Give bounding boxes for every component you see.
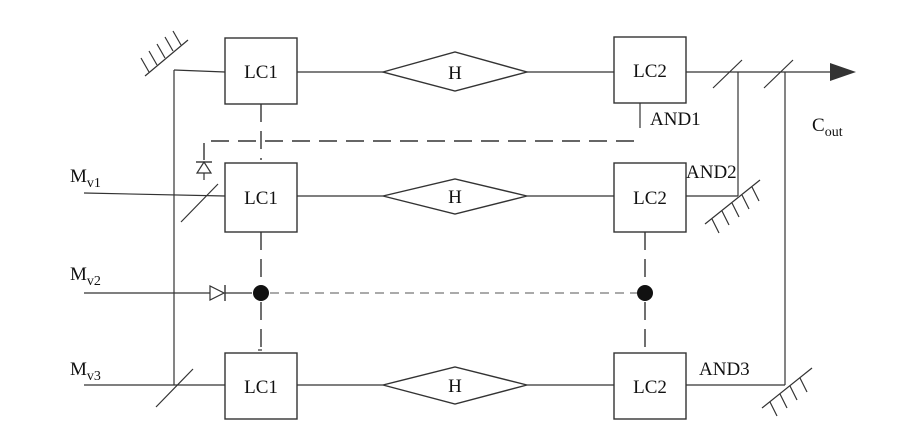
lc2-block-row1: LC2 (613, 36, 687, 104)
lc2-block-row2: LC2 (613, 162, 687, 233)
junction-dot-left (253, 285, 269, 301)
svg-text:LC2: LC2 (633, 188, 667, 209)
and2-label: AND2 (686, 162, 737, 183)
svg-text:LC2: LC2 (633, 377, 667, 398)
svg-text:H: H (448, 376, 462, 397)
diode-mv1 (195, 160, 213, 180)
diode-mv2 (209, 285, 252, 301)
cout-label: Cout (812, 115, 843, 140)
junction-dot-right (637, 285, 653, 301)
lc1-block-row1: LC1 (224, 37, 298, 105)
wires (83, 69, 830, 386)
svg-text:LC1: LC1 (244, 188, 278, 209)
dashed-control-lines (203, 104, 646, 353)
h-block-row3: H (382, 366, 528, 405)
mv1-label: Mv1 (70, 166, 101, 191)
lc2-block-row3: LC2 (613, 352, 687, 420)
and1-label: AND1 (650, 109, 701, 130)
mv2-label: Mv2 (70, 264, 101, 289)
svg-text:LC2: LC2 (633, 61, 667, 82)
ground-symbol-top-left (140, 30, 189, 77)
h-block-row1: H (380, 51, 530, 92)
mv3-label: Mv3 (70, 359, 101, 384)
ground-symbol-and3 (761, 367, 813, 417)
svg-text:H: H (448, 187, 462, 208)
output-arrow (830, 63, 856, 81)
h-block-row2: H (382, 178, 528, 215)
svg-text:LC1: LC1 (244, 377, 278, 398)
lc1-block-row2: LC1 (224, 162, 298, 233)
ground-symbol-and2 (704, 179, 761, 234)
lc1-block-row3: LC1 (224, 352, 298, 420)
svg-text:H: H (448, 63, 462, 84)
switch-marks (155, 59, 794, 408)
svg-text:LC1: LC1 (244, 62, 278, 83)
and3-label: AND3 (699, 359, 750, 380)
